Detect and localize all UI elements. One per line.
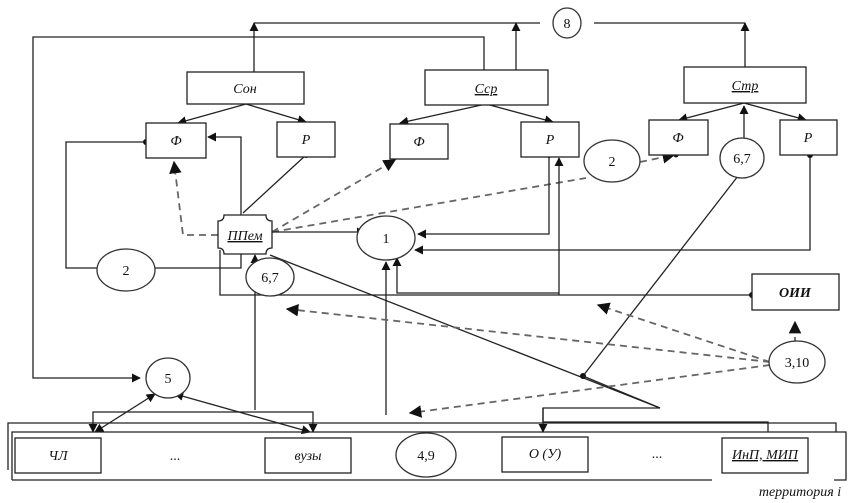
territory-caption: территория i [759,485,841,500]
bottom-item-inp-mip-label: ИнП, МИП [731,448,799,463]
oval-1-label: 1 [383,232,390,247]
block-s-on-label: Сон [233,82,256,97]
block-p2-label: Р [545,133,555,148]
n5-connectors [88,391,318,435]
block-f1-label: Ф [170,134,181,149]
p3-to-n1-arrow [414,155,811,255]
block-s-sr[interactable]: Сср [424,69,549,106]
block-pp-em[interactable]: ППем [217,214,273,255]
oval-2-right[interactable]: 2 [583,139,641,183]
oval-49[interactable]: 4,9 [395,432,457,478]
block-s-tr-label: Стр [732,79,759,94]
oval-2-left-label: 2 [123,264,130,279]
bottom-item-o-u[interactable]: О (У) [501,436,589,473]
top-bus-connectors [32,22,750,383]
ellipsis-right: ... [652,447,663,462]
bottom-item-o-u-label: О (У) [529,447,562,462]
oval-8[interactable]: 8 [552,7,582,39]
bottom-item-vuzy-label: вузы [294,449,321,464]
block-f3-label: Ф [672,131,683,146]
territory-frame [7,422,847,481]
oval-5-label: 5 [165,372,172,387]
n67-right-diagonal [582,175,739,377]
p2-n1-connectors [219,152,755,298]
n310-dashed-arrows [285,302,802,418]
oval-67-right[interactable]: 6,7 [719,137,765,179]
bottom-item-inp-mip[interactable]: ИнП, МИП [721,437,809,474]
block-f2-label: Ф [413,135,424,150]
oval-2-right-label: 2 [609,155,616,170]
block-oii-label: ОИИ [779,286,812,301]
oval-2-left[interactable]: 2 [96,248,156,292]
oval-67-right-label: 6,7 [733,152,751,167]
oval-5[interactable]: 5 [145,357,191,399]
block-p1[interactable]: Р [276,121,336,158]
p1-to-center-line [242,154,307,214]
oval-310-label: 3,10 [785,356,810,371]
block-p1-label: Р [301,133,311,148]
oval-1[interactable]: 1 [356,215,416,261]
block-p3[interactable]: Р [779,119,838,156]
block-s-tr[interactable]: Стр [683,66,807,104]
block-s-on[interactable]: Сон [186,71,305,105]
block-f1[interactable]: Ф [145,122,207,159]
block-p2[interactable]: Р [520,121,580,158]
bottom-item-chl[interactable]: ЧЛ [14,437,102,474]
center-to-n2-dashed [271,177,587,233]
oval-67-left-label: 6,7 [261,271,279,286]
bottom-item-chl-label: ЧЛ [48,449,69,464]
block-oii[interactable]: ОИИ [751,273,840,311]
block-f2[interactable]: Ф [389,123,449,160]
ellipsis-left: ... [170,449,181,464]
oval-8-label: 8 [564,17,571,32]
top-to-sub-arrows [177,102,807,145]
block-p3-label: Р [803,131,813,146]
n2-to-f3-dashed [639,151,676,164]
center-to-inp-diagonal [269,254,661,409]
oval-49-label: 4,9 [417,449,435,464]
block-pp-em-label: ППем [226,229,262,244]
bottom-item-vuzy[interactable]: вузы [264,437,352,474]
oval-310[interactable]: 3,10 [768,340,826,384]
center-to-f1-dashed [169,160,218,236]
block-s-sr-label: Сср [475,82,498,97]
block-f3[interactable]: Ф [648,119,709,156]
oval-67-left[interactable]: 6,7 [245,257,295,297]
